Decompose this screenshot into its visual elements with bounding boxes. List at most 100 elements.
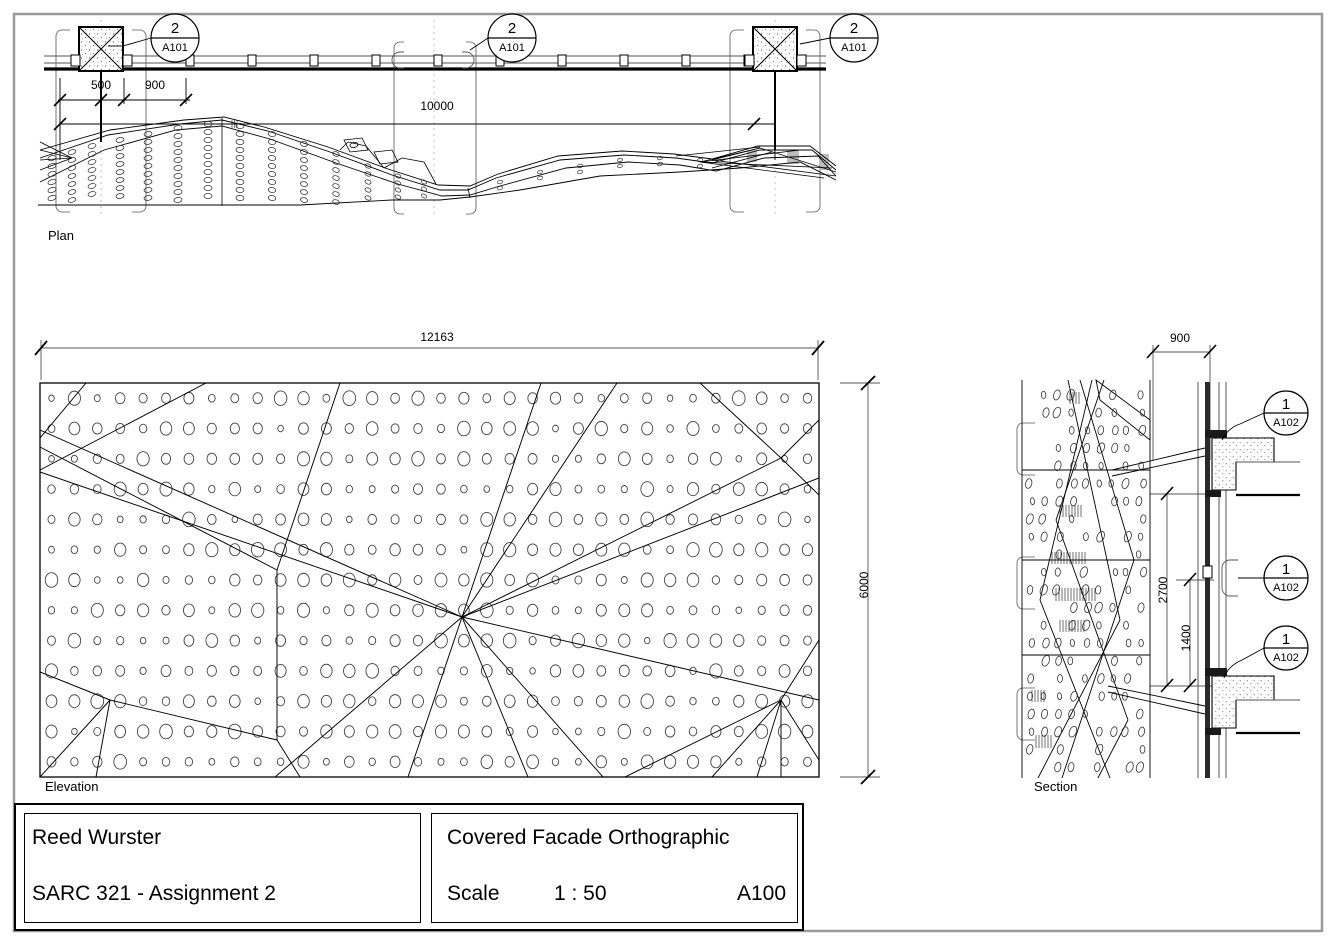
perforation	[1057, 674, 1063, 683]
section-callout-2[interactable]: 1 A102	[1221, 555, 1309, 601]
perforation	[1056, 531, 1064, 542]
perforation	[1096, 479, 1102, 488]
perforation	[252, 574, 263, 586]
perforation	[70, 666, 79, 676]
title-block-right-cell	[431, 813, 798, 923]
perforation	[801, 543, 814, 557]
perforation	[686, 542, 700, 558]
perforation	[366, 724, 379, 739]
perforation	[389, 755, 401, 768]
perforation	[115, 604, 126, 617]
perforation	[1068, 514, 1075, 524]
perforation	[527, 392, 538, 405]
perforation	[777, 511, 792, 528]
perforation	[71, 727, 78, 736]
perforation	[229, 573, 241, 587]
perforation	[552, 727, 559, 736]
perforation	[757, 635, 767, 646]
perforation	[322, 393, 331, 403]
perforation	[184, 665, 194, 676]
perforation	[1071, 478, 1078, 489]
perforation	[1041, 567, 1047, 577]
perforation	[574, 606, 582, 615]
plan-callout-3-sheet: A101	[841, 42, 867, 54]
elevation-panel-frame	[39, 382, 820, 778]
perforation	[481, 453, 492, 465]
perforation	[1096, 442, 1105, 454]
section-slab-top	[1205, 430, 1300, 497]
perforation	[1136, 708, 1144, 720]
perforation	[274, 542, 287, 558]
perforation	[93, 576, 101, 584]
perforation	[663, 633, 677, 649]
perforation	[68, 572, 81, 588]
perforation	[735, 757, 743, 766]
section-callout-3[interactable]: 1 A102	[1223, 625, 1309, 679]
perforation	[780, 393, 789, 404]
perforation	[595, 695, 607, 708]
perforation	[254, 697, 262, 705]
section-dim-1400: 1400	[1179, 624, 1193, 651]
perforation	[1038, 513, 1047, 525]
perforation	[1080, 584, 1090, 596]
perforation	[1055, 709, 1062, 719]
perforation	[640, 511, 654, 528]
perforation	[735, 606, 743, 615]
perforation	[138, 392, 148, 404]
perforation	[183, 452, 195, 465]
perforation	[228, 694, 241, 708]
perforation	[757, 514, 767, 525]
perforation	[597, 484, 606, 494]
perforation	[595, 573, 607, 587]
perforation	[48, 545, 55, 554]
perforation	[229, 634, 241, 647]
perforation	[297, 572, 310, 588]
perforation	[1029, 497, 1035, 505]
perforation	[687, 452, 699, 465]
perforation	[618, 603, 631, 618]
perforation	[1083, 532, 1089, 542]
perforation	[1085, 426, 1091, 435]
perforation	[1082, 619, 1091, 631]
perforation	[1041, 708, 1048, 720]
perforation	[1140, 514, 1147, 524]
perforation	[755, 724, 769, 739]
perforation	[297, 482, 310, 496]
plan-callout-1[interactable]: 2 A101	[108, 13, 200, 63]
perforation	[505, 727, 514, 736]
section-slab-bottom	[1205, 668, 1300, 735]
section-reference-brackets	[1016, 422, 1035, 741]
section-callout-1[interactable]: 1 A102	[1221, 390, 1309, 441]
perforation	[1070, 602, 1078, 613]
perforation	[68, 512, 81, 527]
perforation	[70, 757, 79, 767]
perforation	[390, 423, 400, 434]
perforation	[206, 452, 218, 465]
perforation	[1067, 762, 1075, 773]
perforation	[113, 753, 127, 770]
perforation	[618, 633, 631, 648]
plan-callout-2[interactable]: 2 A101	[469, 13, 537, 63]
perforation	[1027, 708, 1035, 720]
perforation	[207, 513, 217, 525]
perforation	[90, 693, 105, 710]
perforation	[640, 572, 654, 588]
perforation	[1121, 478, 1130, 489]
perforation	[711, 605, 721, 616]
perforation	[434, 572, 448, 588]
perforation	[436, 513, 446, 526]
perforation	[365, 602, 379, 618]
perforation	[208, 575, 216, 585]
perforation	[367, 513, 377, 525]
perforation	[388, 694, 402, 709]
perforation	[505, 605, 514, 615]
perforation	[550, 634, 561, 647]
perforation	[1140, 566, 1148, 578]
perforation	[343, 725, 355, 738]
perforation	[320, 694, 332, 708]
perforation	[116, 635, 125, 646]
plan-callout-3[interactable]: 2 A101	[799, 13, 879, 63]
perforation	[182, 421, 195, 436]
perforation	[481, 725, 493, 738]
section-connection-leaders	[1107, 447, 1206, 715]
